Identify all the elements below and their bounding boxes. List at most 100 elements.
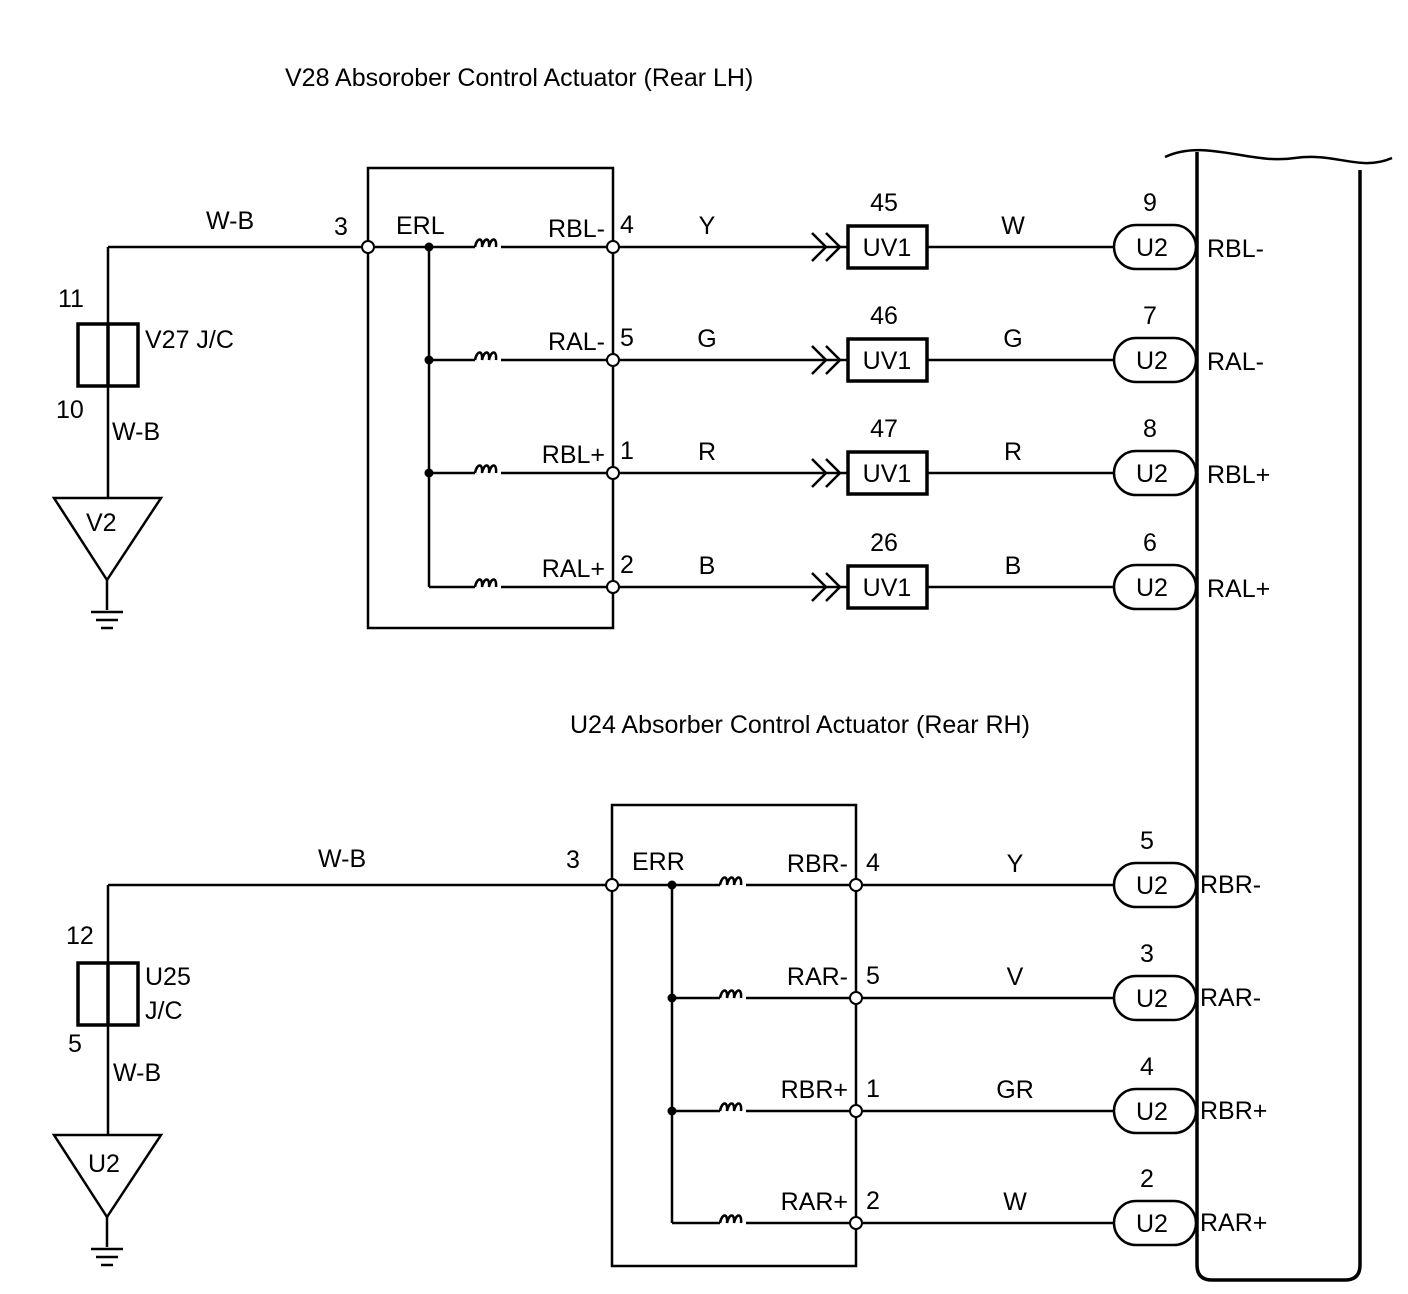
ecu-connector: U2 [1112,449,1198,497]
bottom-jc-pin-bottom: 5 [68,1030,82,1058]
bottom-jc-pin-top: 12 [66,922,94,950]
bottom-jc-label-line1: U25 [145,963,191,991]
ecu-block [1164,148,1393,1282]
coil-icon [473,578,498,588]
top-ground-point-triangle [51,496,164,583]
actuator-pin [849,1216,863,1230]
ecu-connector: U2 [1112,563,1198,611]
ecu-connector-label: U2 [1136,985,1168,1013]
ecu-connector: U2 [1112,861,1198,909]
wire-color-label: Y [1007,850,1024,878]
top-ground-pin [361,240,375,254]
bottom-ground-wire-color: W-B [318,845,366,873]
ecu-pin-number: 7 [1143,302,1157,330]
wire-color-label: B [699,552,716,580]
bottom-actuator-title: U24 Absorber Control Actuator (Rear RH) [570,711,1030,739]
actuator-terminal-label: RBL+ [542,441,605,469]
ecu-terminal-label: RBR- [1200,871,1261,899]
bottom-ground-circuit: 3 W-B U25 J/C 12 5 W-B U2 [51,845,619,1267]
actuator-pin [606,353,620,367]
wire-color-label: W [1001,212,1025,240]
coil-icon [473,238,498,248]
top-jc-wire-color: W-B [112,418,160,446]
coil-icon [718,989,743,999]
inline-connector-pin: 47 [870,415,898,443]
ecu-connector-label: U2 [1136,234,1168,262]
connector-chevron-icon [811,232,842,262]
wire-color-label: G [1003,325,1022,353]
top-common-label: ERL [396,212,445,240]
connector-chevron-icon [811,345,842,375]
coil-icon [718,1102,743,1112]
bottom-common-label: ERR [632,848,685,876]
bottom-ground-pin [605,878,619,892]
ecu-pin-number: 6 [1143,529,1157,557]
wire-color-label: GR [996,1076,1034,1104]
wire-color-label: R [1004,438,1022,466]
wire-color-label: W [1003,1188,1027,1216]
connector-chevron-icon [811,572,842,602]
ecu-terminal-label: RAR+ [1200,1209,1267,1237]
actuator-terminal-label: RAR- [787,963,848,991]
inline-connector-pin: 45 [870,189,898,217]
ecu-pin-number: 9 [1143,189,1157,217]
coil-icon [473,351,498,361]
ecu-terminal-label: RAR- [1200,984,1261,1012]
ecu-connector-label: U2 [1136,872,1168,900]
actuator-terminal-label: RAL- [548,328,605,356]
top-jc-pin-bottom: 10 [56,396,84,424]
actuator-pin-number: 5 [620,324,634,352]
inline-connector-pin: 26 [870,529,898,557]
top-ground-symbol-icon [91,580,123,630]
actuator-terminal-label: RBL- [548,215,605,243]
wire-color-label: G [697,325,716,353]
top-jc-pin-top: 11 [58,285,84,313]
actuator-pin [606,466,620,480]
ecu-pin-number: 8 [1143,415,1157,443]
actuator-pin-number: 4 [866,849,880,877]
top-jc-label: V27 J/C [145,326,234,354]
actuator-pin-number: 1 [620,437,634,465]
inline-connector-pin: 46 [870,302,898,330]
actuator-pin [849,991,863,1005]
wire-color-label: B [1005,552,1022,580]
coil-icon [718,876,743,886]
ecu-connector-label: U2 [1136,460,1168,488]
ecu-terminal-label: RBR+ [1200,1097,1267,1125]
actuator-pin-number: 4 [620,211,634,239]
ecu-terminal-label: RAL+ [1207,575,1270,603]
actuator-terminal-label: RAR+ [781,1188,848,1216]
actuator-terminal-label: RBR+ [781,1076,848,1104]
bottom-ground-point-triangle [51,1133,164,1220]
ecu-pin-number: 5 [1140,827,1154,855]
coil-icon [473,464,498,474]
top-actuator: ERL [366,166,615,630]
top-actuator-title: V28 Absorober Control Actuator (Rear LH) [285,64,753,92]
connector-chevron-icon [811,458,842,488]
ecu-connector: U2 [1112,223,1198,271]
ecu-connector-label: U2 [1136,1098,1168,1126]
actuator-pin [606,240,620,254]
actuator-pin-number: 2 [620,551,634,579]
top-ground-wire-color: W-B [206,207,254,235]
actuator-pin-number: 2 [866,1187,880,1215]
ecu-connector-label: U2 [1136,1210,1168,1238]
bottom-ground-symbol-icon [91,1217,123,1267]
wire-color-label: V [1007,963,1024,991]
actuator-terminal-label: RAL+ [542,555,605,583]
bottom-ground-pin-number: 3 [566,846,580,874]
actuator-pin-number: 1 [866,1075,880,1103]
ecu-connector: U2 [1112,974,1198,1022]
ecu-pin-number: 4 [1140,1053,1154,1081]
wire-color-label: R [698,438,716,466]
bottom-actuator-box [610,803,858,1268]
